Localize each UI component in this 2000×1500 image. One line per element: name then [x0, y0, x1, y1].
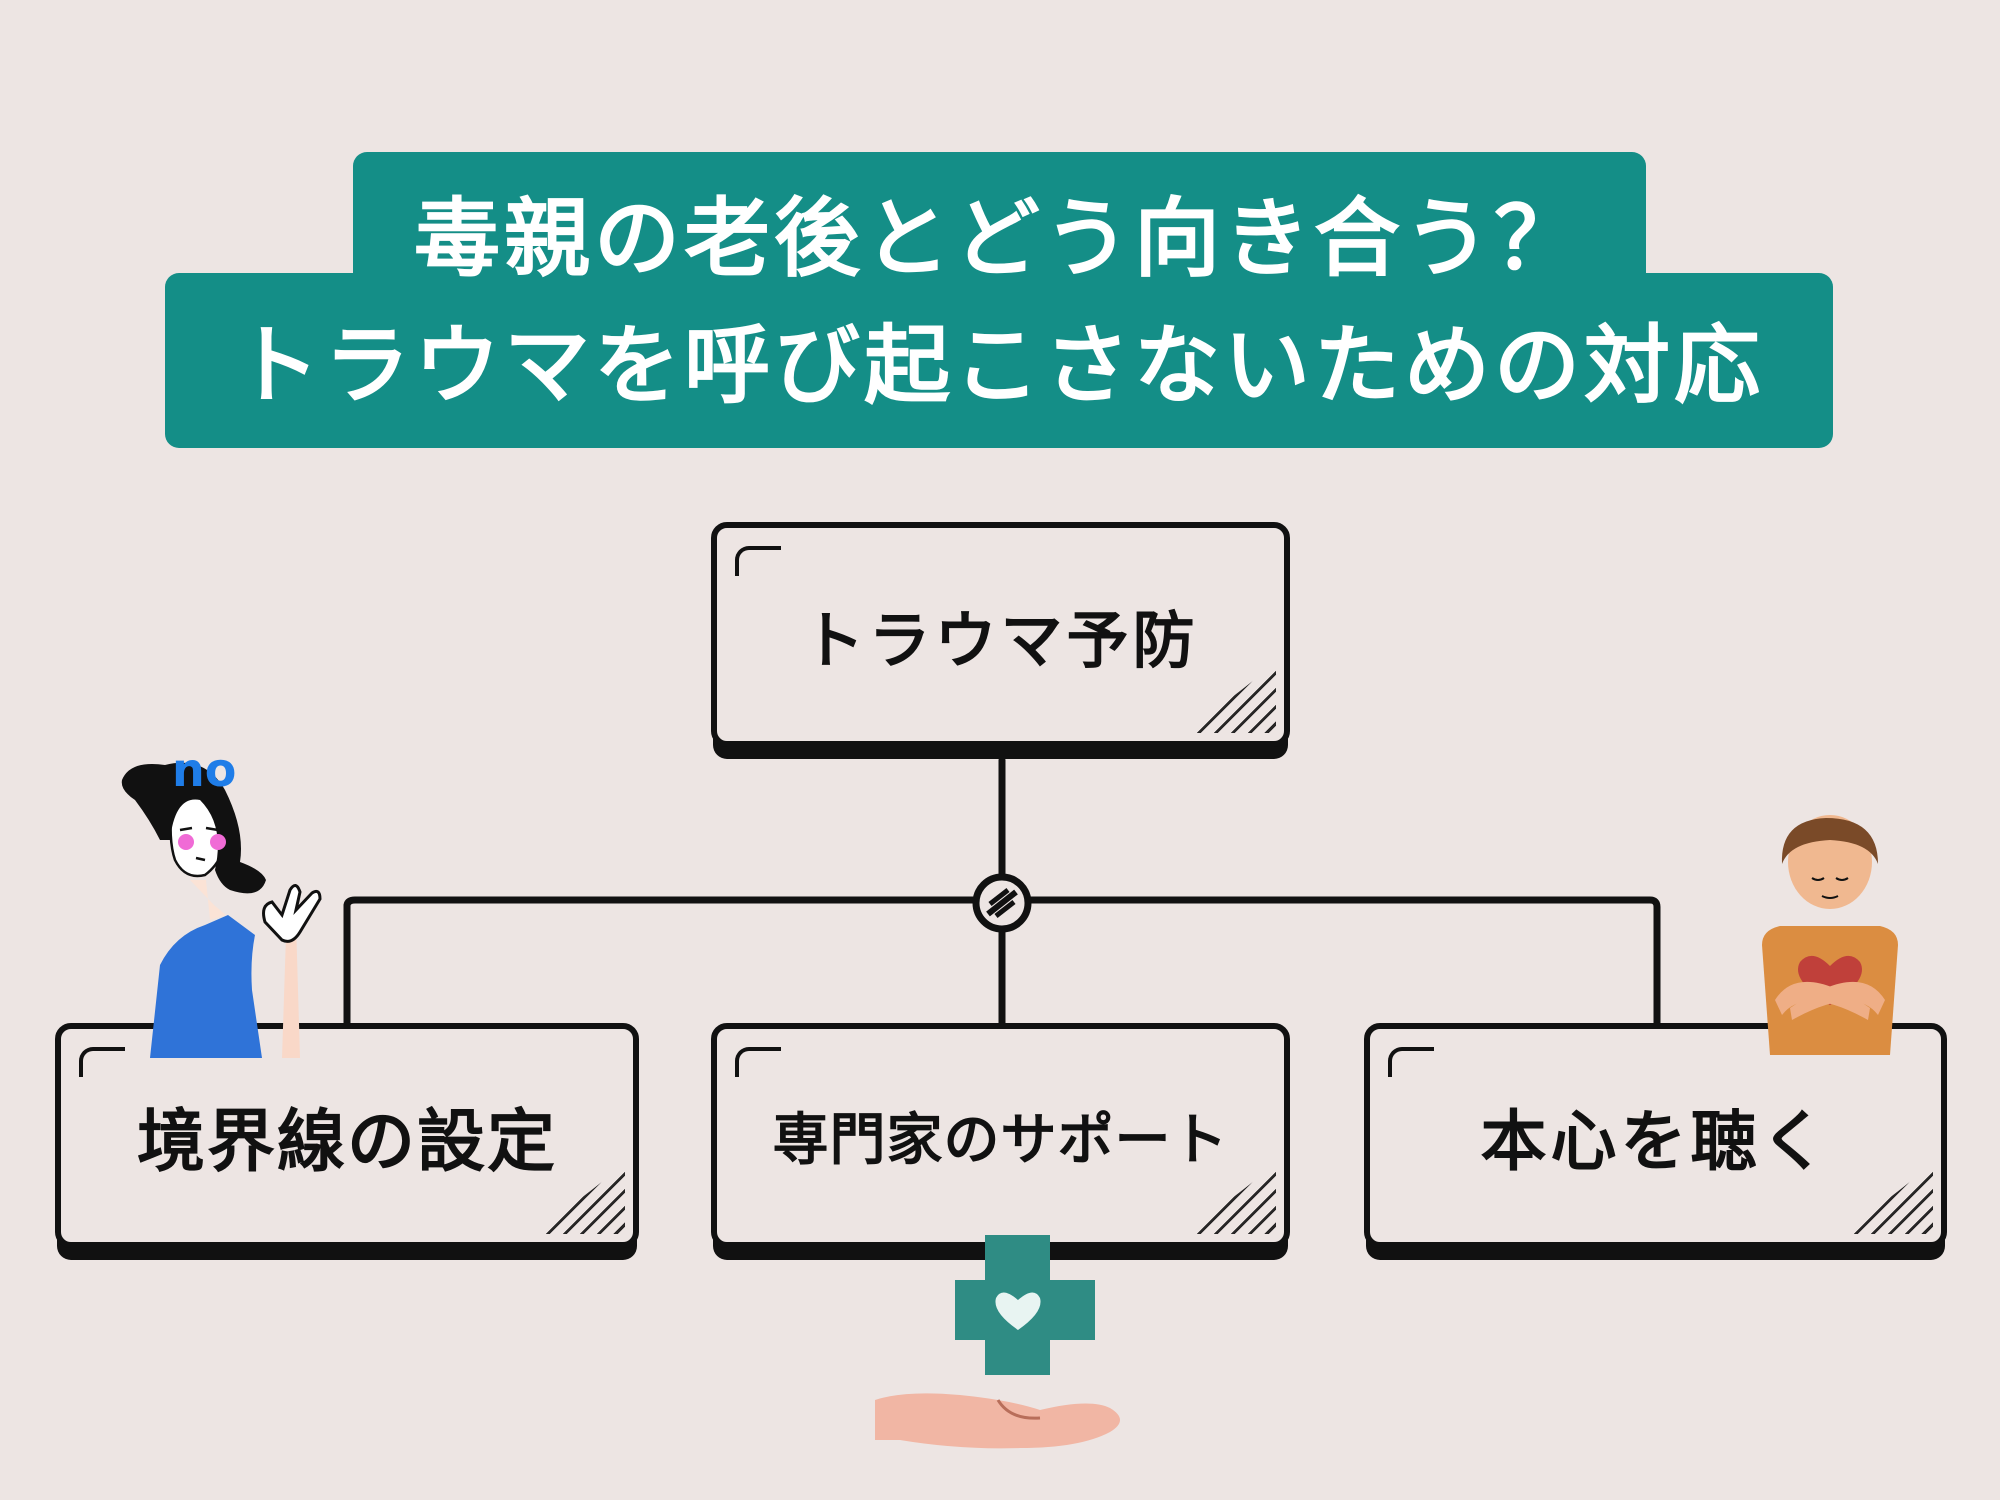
medical-support-illustration: [875, 1235, 1120, 1449]
node-label: 本心を聴く: [1480, 1102, 1831, 1180]
sketch-corner: [735, 1047, 781, 1077]
speech-no-text: no: [172, 743, 236, 797]
self-hug-person-illustration: [1762, 815, 1898, 1055]
sketch-corner: [1388, 1047, 1434, 1077]
node-label: トラウマ予防: [802, 603, 1199, 677]
node-boundary-setting: 境界線の設定: [55, 1023, 639, 1248]
sketch-corner: [79, 1047, 125, 1077]
title-line-1: 毒親の老後とどう向き合う？: [414, 189, 1584, 289]
woman-saying-no-illustration: [121, 762, 322, 1058]
node-trauma-prevention: トラウマ予防: [711, 522, 1290, 747]
junction-icon: [972, 873, 1032, 933]
node-listen-true-feelings: 本心を聴く: [1364, 1023, 1947, 1248]
sketch-corner: [735, 546, 781, 576]
node-label: 専門家のサポート: [772, 1108, 1229, 1173]
node-label: 境界線の設定: [136, 1103, 557, 1182]
title-line-2: トラウマを呼び起こさないための対応: [234, 316, 1764, 416]
title-banner-bottom: [165, 273, 1833, 448]
